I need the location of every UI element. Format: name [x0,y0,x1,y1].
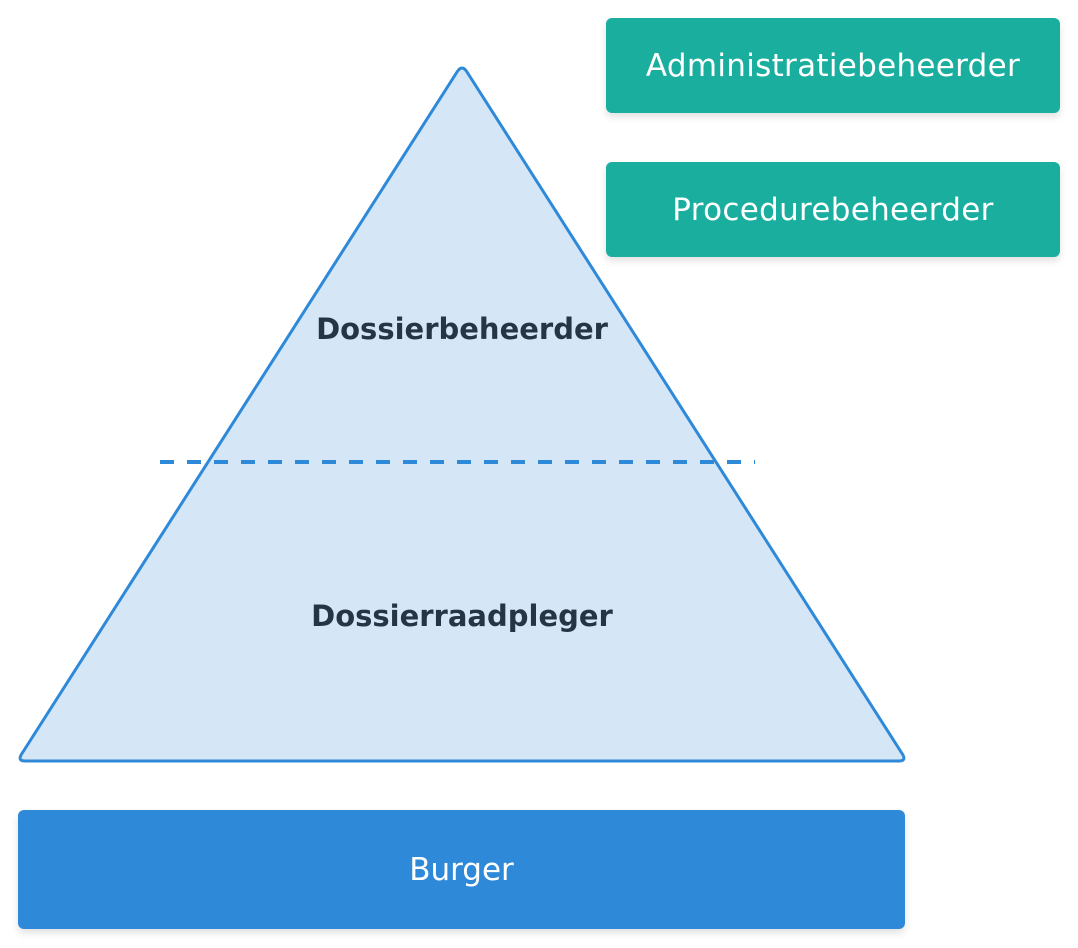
pyramid-triangle [18,66,906,763]
role-box-administratiebeheerder: Administratiebeheerder [606,18,1060,113]
role-box-procedurebeheerder: Procedurebeheerder [606,162,1060,257]
role-label: Burger [409,851,514,888]
role-label: Administratiebeheerder [645,47,1021,84]
level-label-dossierbeheerder: Dossierbeheerder [316,312,608,346]
role-label: Procedurebeheerder [672,191,994,228]
level-label-dossierraadpleger: Dossierraadpleger [311,599,613,633]
role-box-burger: Burger [18,810,905,929]
